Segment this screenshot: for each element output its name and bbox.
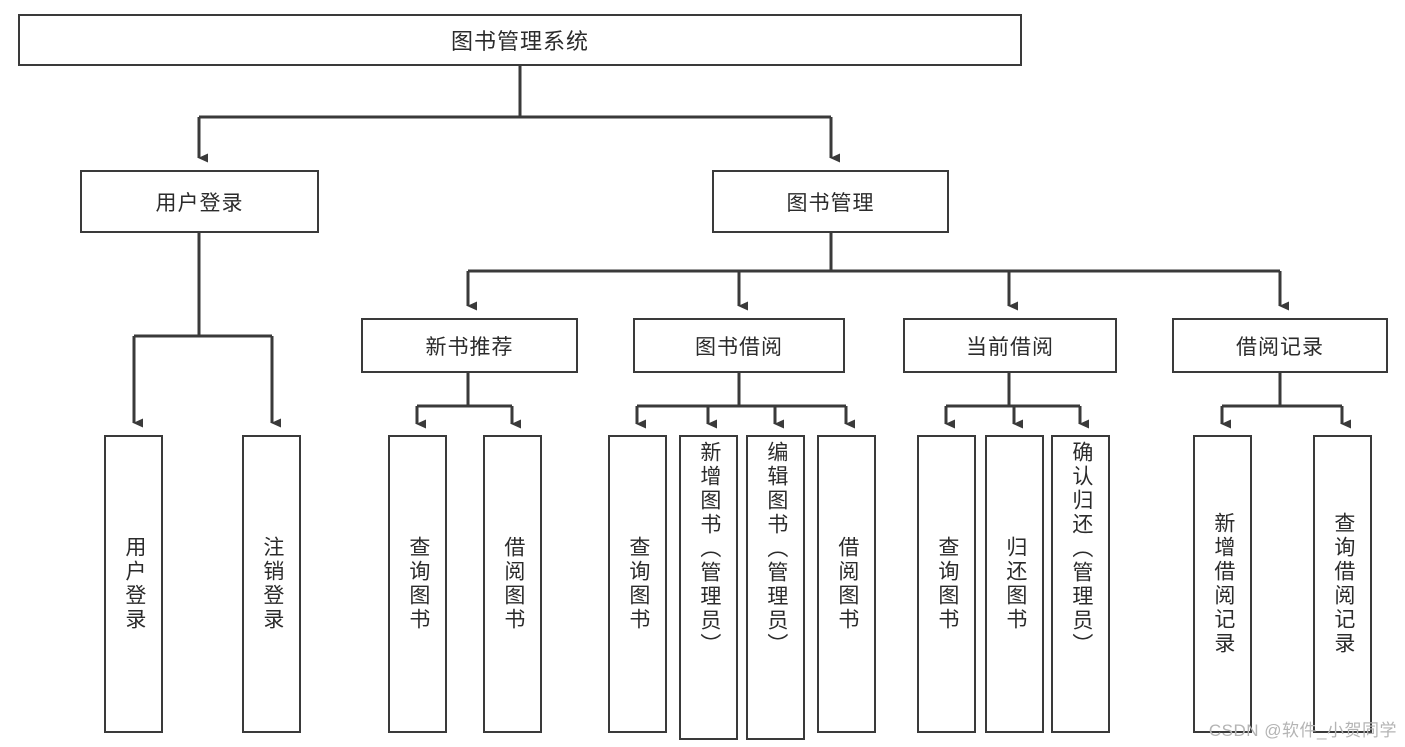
leaf-return-book[interactable]: 归还图书 xyxy=(985,435,1044,733)
edge-current-borrow-to-leaves xyxy=(944,373,1089,429)
leaf-query-book-current-label: 查询图书 xyxy=(935,536,959,632)
leaf-query-book-current[interactable]: 查询图书 xyxy=(917,435,976,733)
leaf-edit-book-admin-label: 编辑图书（管理员） xyxy=(764,441,788,657)
leaf-query-book-recommend[interactable]: 查询图书 xyxy=(388,435,447,733)
leaf-return-book-label: 归还图书 xyxy=(1003,536,1027,632)
leaf-borrow-book-recommend-label: 借阅图书 xyxy=(501,536,525,632)
leaf-user-login[interactable]: 用户登录 xyxy=(104,435,163,733)
edge-book-borrow-to-leaves xyxy=(635,373,855,429)
csdn-watermark: CSDN @软件_小贺同学 xyxy=(1208,721,1397,740)
node-book-manage[interactable]: 图书管理 xyxy=(712,170,949,233)
leaf-logout-login-label: 注销登录 xyxy=(260,536,284,632)
node-book-borrow[interactable]: 图书借阅 xyxy=(633,318,845,373)
edge-user-login-to-leaves xyxy=(132,233,281,428)
edge-root-to-level2 xyxy=(197,66,840,163)
node-current-borrow-label: 当前借阅 xyxy=(966,335,1054,359)
leaf-query-borrow-record-label: 查询借阅记录 xyxy=(1331,512,1355,656)
node-root[interactable]: 图书管理系统 xyxy=(18,14,1022,66)
leaf-confirm-return-admin-label: 确认归还（管理员） xyxy=(1069,441,1093,657)
leaf-add-book-admin-label: 新增图书（管理员） xyxy=(697,441,721,657)
edge-borrow-record-to-leaves xyxy=(1220,373,1351,429)
edge-book-manage-to-level3 xyxy=(466,233,1289,311)
node-new-book-recommend-label: 新书推荐 xyxy=(425,335,514,359)
node-borrow-record[interactable]: 借阅记录 xyxy=(1172,318,1388,373)
node-borrow-record-label: 借阅记录 xyxy=(1236,335,1324,359)
node-user-login[interactable]: 用户登录 xyxy=(80,170,319,233)
leaf-add-borrow-record[interactable]: 新增借阅记录 xyxy=(1193,435,1252,733)
node-user-login-label: 用户登录 xyxy=(155,191,244,215)
leaf-query-borrow-record[interactable]: 查询借阅记录 xyxy=(1313,435,1372,733)
leaf-user-login-label: 用户登录 xyxy=(122,536,146,632)
leaf-confirm-return-admin[interactable]: 确认归还（管理员） xyxy=(1051,435,1110,733)
leaf-add-book-admin[interactable]: 新增图书（管理员） xyxy=(679,435,738,740)
leaf-borrow-book-recommend[interactable]: 借阅图书 xyxy=(483,435,542,733)
node-current-borrow[interactable]: 当前借阅 xyxy=(903,318,1117,373)
leaf-logout-login[interactable]: 注销登录 xyxy=(242,435,301,733)
node-new-book-recommend[interactable]: 新书推荐 xyxy=(361,318,578,373)
leaf-edit-book-admin[interactable]: 编辑图书（管理员） xyxy=(746,435,805,740)
node-book-manage-label: 图书管理 xyxy=(786,191,875,215)
leaf-query-book-recommend-label: 查询图书 xyxy=(406,536,430,632)
edge-new-book-recommend-to-leaves xyxy=(415,373,521,429)
node-book-borrow-label: 图书借阅 xyxy=(695,335,783,359)
node-root-label: 图书管理系统 xyxy=(450,29,589,54)
leaf-add-borrow-record-label: 新增借阅记录 xyxy=(1211,512,1235,656)
leaf-borrow-book[interactable]: 借阅图书 xyxy=(817,435,876,733)
leaf-query-book-borrow-label: 查询图书 xyxy=(626,536,650,632)
leaf-query-book-borrow[interactable]: 查询图书 xyxy=(608,435,667,733)
leaf-borrow-book-label: 借阅图书 xyxy=(835,536,859,632)
